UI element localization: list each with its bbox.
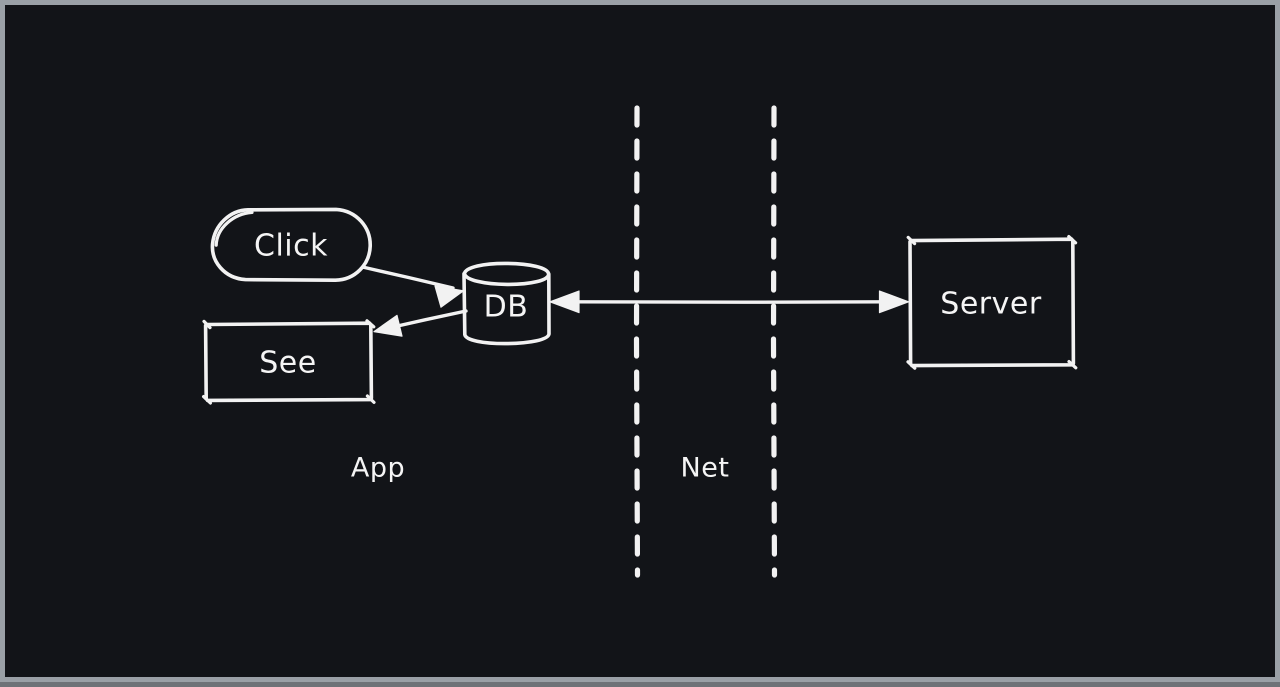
zone-label-app: App xyxy=(351,453,405,484)
see-node-label: See xyxy=(259,346,316,381)
connector-db-to-server[interactable] xyxy=(550,291,909,313)
diagram-svg-root: Click See DB Server xyxy=(5,5,1280,687)
db-to-server-arrowhead-right xyxy=(880,291,909,313)
click-node-label: Click xyxy=(254,229,328,264)
click-node-outline-overlay xyxy=(216,212,252,245)
click-to-db-arrowhead xyxy=(435,286,464,307)
click-to-db-line xyxy=(363,267,454,288)
divider-left-line xyxy=(637,108,638,575)
db-node-top-ellipse xyxy=(464,263,548,284)
zone-divider-group xyxy=(637,108,775,575)
connector-click-to-db[interactable] xyxy=(363,267,464,307)
zone-label-group: App Net xyxy=(351,453,730,484)
server-node-label: Server xyxy=(940,287,1042,322)
node-db[interactable]: DB xyxy=(464,263,549,343)
node-click[interactable]: Click xyxy=(212,209,370,280)
zone-label-net: Net xyxy=(681,453,730,484)
divider-right-line xyxy=(774,108,775,575)
connector-db-to-see[interactable] xyxy=(374,311,466,336)
db-node-label: DB xyxy=(484,290,529,325)
node-see[interactable]: See xyxy=(204,321,374,403)
db-to-server-arrowhead-left xyxy=(550,291,579,313)
db-to-see-arrowhead xyxy=(374,315,402,336)
node-server[interactable]: Server xyxy=(908,237,1076,369)
